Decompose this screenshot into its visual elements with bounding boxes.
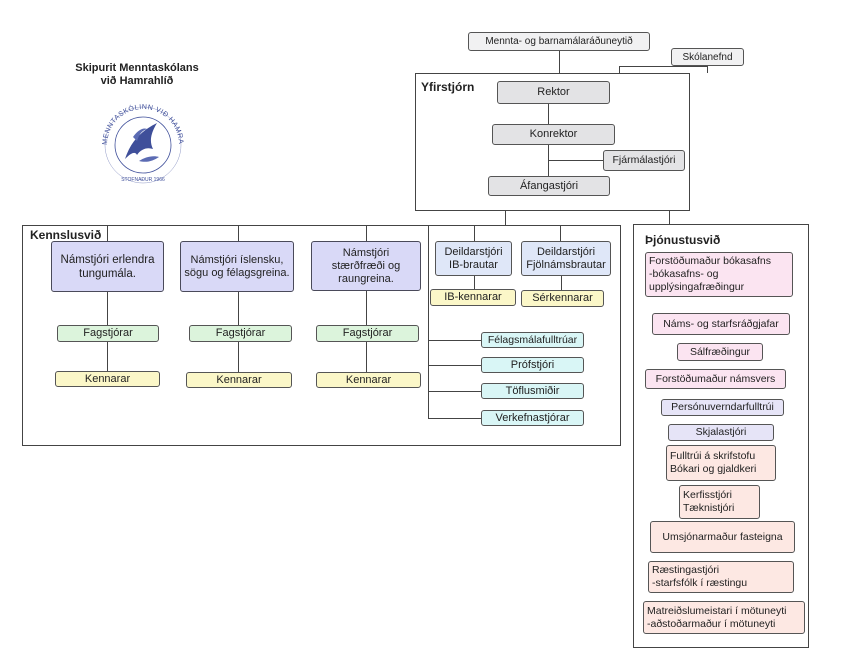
fjarmalastjori-node[interactable]: Fjármálastjóri (603, 150, 685, 171)
serkennarar-node[interactable]: Sérkennarar (521, 290, 604, 307)
konrektor-node[interactable]: Konrektor (492, 124, 615, 145)
staff-toflusmidir-node[interactable]: Töflusmiðir (481, 383, 584, 399)
service-office-node[interactable]: Fulltrúi á skrifstofu Bókari og gjaldker… (666, 445, 776, 481)
yfirstjorn-title: Yfirstjórn (421, 80, 475, 94)
service-privacy-node[interactable]: Persónuverndarfulltrúi (661, 399, 784, 416)
yfirstjorn-panel: Yfirstjórn (415, 73, 690, 211)
head-ib-node[interactable]: Deildarstjóri IB-brautar (435, 241, 512, 276)
service-psychologist-node[interactable]: Sálfræðingur (677, 343, 763, 361)
school-logo: MENNTASKÓLINN VIÐ HAMRAHLÍÐ STOFNAÐUR 19… (92, 94, 191, 185)
chart-title-line2: við Hamrahlíð (100, 75, 174, 87)
service-cleaning-node[interactable]: Ræstingastjóri -starfsfólk í ræstingu (648, 561, 794, 593)
afangastjori-node[interactable]: Áfangastjóri (488, 176, 610, 196)
fagstjorar-node-3[interactable]: Fagstjórar (316, 325, 419, 342)
service-it-node[interactable]: Kerfisstjóri Tæknistjóri (679, 485, 760, 519)
kennslusvid-title: Kennslusvið (30, 228, 102, 242)
service-study-center-node[interactable]: Forstöðumaður námsvers (645, 369, 786, 389)
kennarar-node-3[interactable]: Kennarar (316, 372, 421, 388)
staff-profstjori-node[interactable]: Prófstjóri (481, 357, 584, 373)
head-fjolnam-node[interactable]: Deildarstjóri Fjölnámsbrautar (521, 241, 611, 276)
fagstjorar-node-2[interactable]: Fagstjórar (189, 325, 292, 342)
kennarar-node-1[interactable]: Kennarar (55, 371, 160, 387)
head-icelandic-node[interactable]: Námstjóri íslensku, sögu og félagsgreina… (180, 241, 294, 292)
service-facilities-node[interactable]: Umsjónarmaður fasteigna (650, 521, 795, 553)
ministry-node[interactable]: Mennta- og barnamálaráðuneytið (468, 32, 650, 51)
staff-verkefnastjorar-node[interactable]: Verkefnastjórar (481, 410, 584, 426)
service-kitchen-node[interactable]: Matreiðslumeistari í mötuneyti -aðstoðar… (643, 601, 805, 634)
logo-founded-text: STOFNAÐUR 1966 (121, 177, 165, 183)
head-languages-node[interactable]: Námstjóri erlendra tungumála. (51, 241, 164, 292)
chart-title-line1: Skipurit Menntaskólans (75, 62, 199, 74)
service-library-node[interactable]: Forstöðumaður bókasafns -bókasafns- og u… (645, 252, 793, 297)
staff-felagsmal-node[interactable]: Félagsmálafulltrúar (481, 332, 584, 348)
thjonustusvid-title: Þjónustusvið (645, 233, 721, 247)
rektor-node[interactable]: Rektor (497, 81, 610, 104)
service-counsellors-node[interactable]: Náms- og starfsráðgjafar (652, 313, 790, 335)
ib-kennarar-node[interactable]: IB-kennarar (430, 289, 516, 306)
thjonustusvid-panel: Þjónustusvið (633, 224, 809, 648)
school-board-node[interactable]: Skólanefnd (671, 48, 744, 66)
kennslusvid-panel: Kennslusvið (22, 225, 621, 446)
chart-title: Skipurit Menntaskólans við Hamrahlíð (62, 62, 212, 88)
service-records-node[interactable]: Skjalastjóri (668, 424, 774, 441)
fagstjorar-node-1[interactable]: Fagstjórar (57, 325, 159, 342)
head-math-node[interactable]: Námstjóri stærðfræði og raungreina. (311, 241, 421, 291)
kennarar-node-2[interactable]: Kennarar (186, 372, 292, 388)
